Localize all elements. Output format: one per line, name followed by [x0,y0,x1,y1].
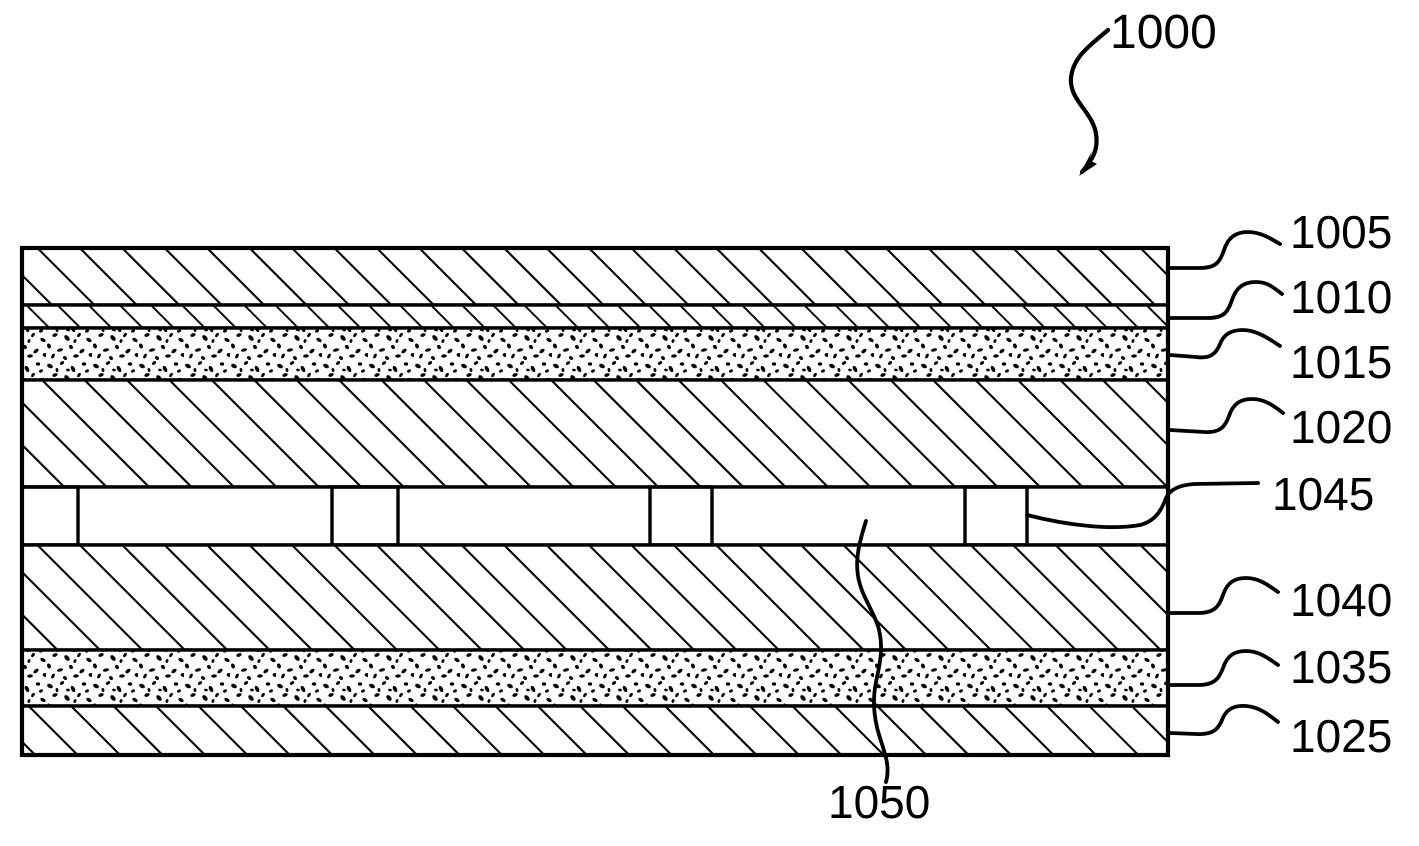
layer-1035 [20,648,1170,708]
layer-1025 [20,704,1170,757]
reference-numeral-1045: 1045 [1272,468,1374,520]
reference-numeral-1035: 1035 [1290,641,1392,693]
layer-1040 [20,543,1170,652]
leader-1050 [855,519,890,784]
leader-1000 [1068,27,1111,176]
leader-1040 [1168,576,1280,615]
leader-1045 [1025,481,1260,530]
leader-1005 [1168,230,1282,270]
leader-1010 [1168,280,1284,320]
layer-1020 [20,378,1170,489]
spacer-block [648,485,714,547]
reference-numeral-1020: 1020 [1290,401,1392,453]
reference-numeral-1025: 1025 [1290,710,1392,762]
spacer-block [20,485,80,547]
layer-1015 [20,326,1170,382]
stack-outer-border [19,245,1171,758]
leader-1000-arrowhead [1079,151,1097,176]
layer-1005 [20,246,1170,307]
spacer-block [963,485,1029,547]
spacer-block [330,485,400,547]
layer-1010 [20,303,1170,330]
reference-numeral-1050: 1050 [828,776,930,828]
leader-1020 [1168,397,1285,434]
reference-numeral-1005: 1005 [1290,206,1392,258]
reference-numeral-1000: 1000 [1110,6,1217,59]
reference-numeral-1040: 1040 [1290,574,1392,626]
leader-1025 [1168,703,1280,736]
reference-numeral-1010: 1010 [1290,271,1392,323]
layer-1045-spacer-row [20,485,1170,547]
leader-1035 [1168,649,1280,687]
reference-numeral-1015: 1015 [1290,336,1392,388]
leader-1015 [1168,328,1282,360]
